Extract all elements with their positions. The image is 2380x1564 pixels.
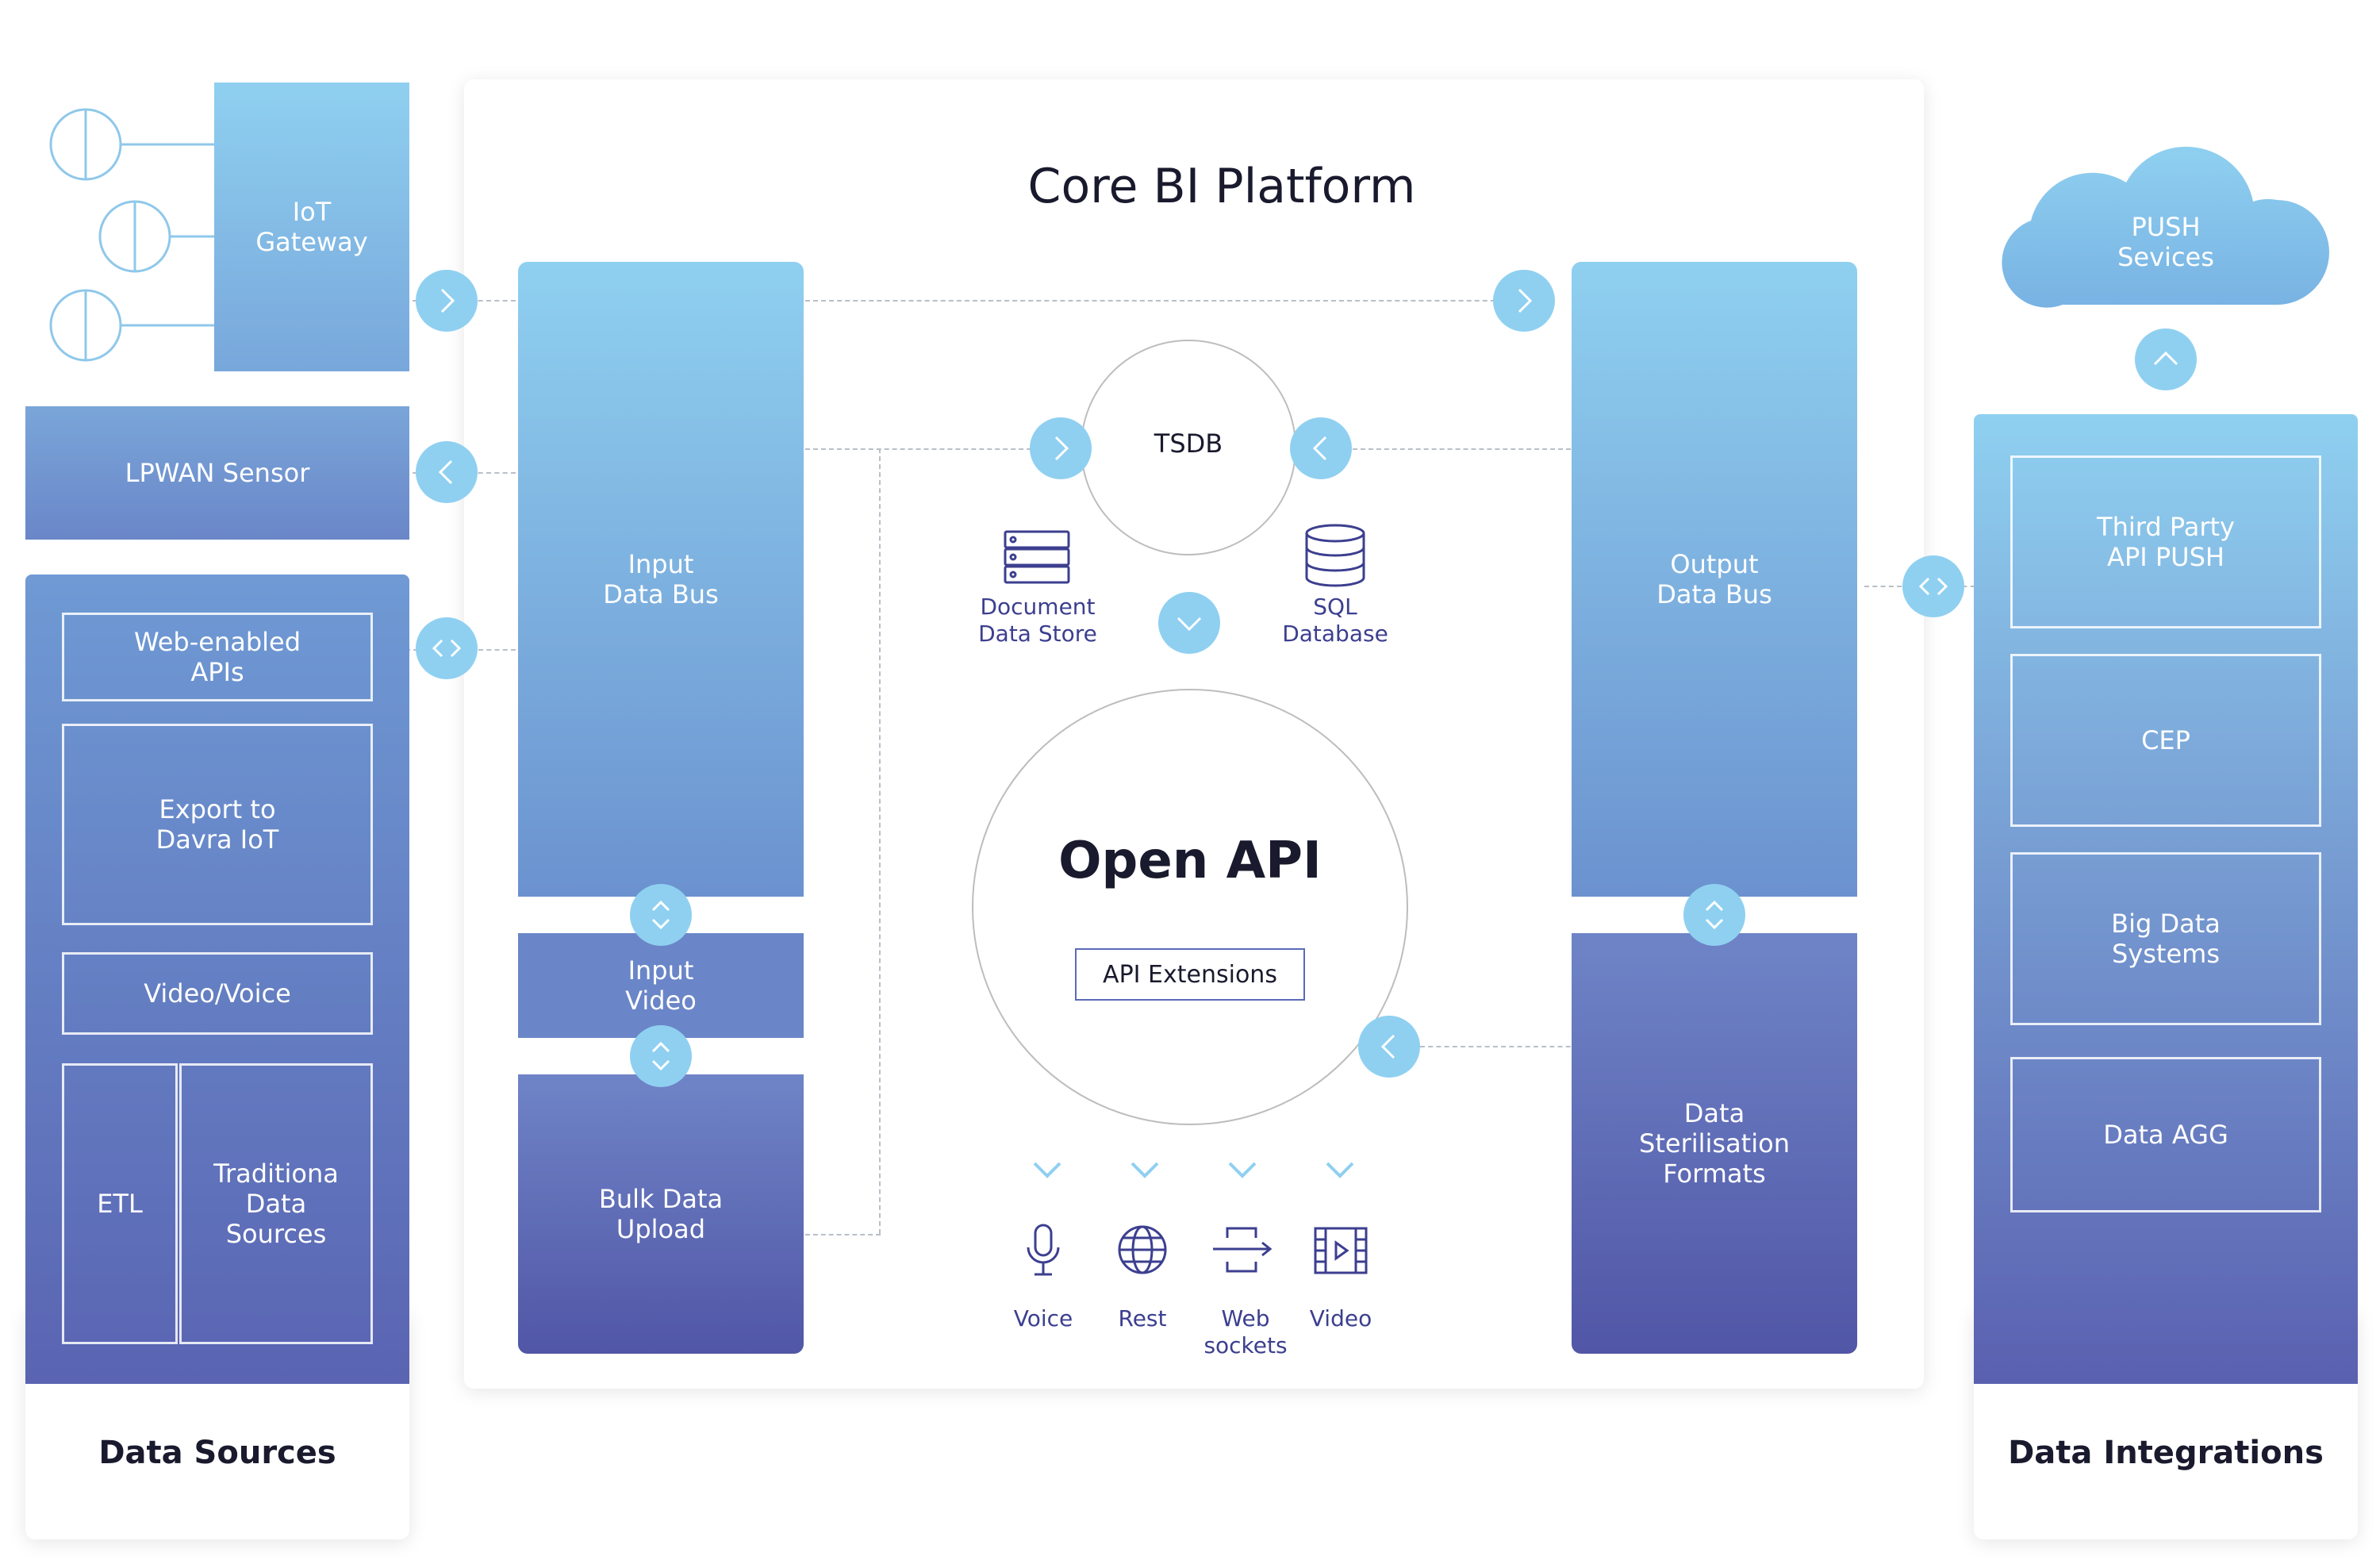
iot-gateway: IoT Gateway: [214, 83, 409, 371]
protocol-websockets-label: Web sockets: [1203, 1305, 1288, 1358]
protocol-chevrons: [1015, 1159, 1380, 1190]
open-api-title: Open API: [1058, 832, 1322, 890]
chevron-left-icon: [1380, 1034, 1395, 1059]
etl-box: ETL: [62, 1063, 178, 1344]
left-right-icon: [1918, 577, 1948, 596]
data-sources-panel: [25, 574, 409, 1384]
chevron-left-icon: [438, 459, 453, 485]
open-api-back-button[interactable]: [1358, 1016, 1420, 1078]
connector-top-right: [805, 300, 1527, 302]
connector-input-tsdb: [805, 448, 1063, 450]
input-video: Input Video: [518, 933, 804, 1038]
cep-box: CEP: [2010, 654, 2321, 827]
lpwan-back-button[interactable]: [416, 441, 478, 503]
output-forward-button[interactable]: [1493, 270, 1555, 332]
film-icon: [1314, 1227, 1368, 1274]
tsdb-out-button[interactable]: [1290, 417, 1352, 479]
protocol-rest-label: Rest: [1118, 1305, 1167, 1332]
web-apis-bidirectional-button[interactable]: [416, 617, 478, 679]
third-party-api-push-box: Third Party API PUSH: [2010, 455, 2321, 628]
sql-database-label: SQL Database: [1282, 594, 1388, 647]
traditional-sources-box: Traditiona Data Sources: [179, 1063, 373, 1344]
chevron-down-icon: [1130, 1162, 1159, 1178]
protocol-voice-label: Voice: [1013, 1305, 1073, 1332]
tsdb-in-button[interactable]: [1030, 417, 1092, 479]
database-icon: [1305, 524, 1365, 587]
iot-forward-button[interactable]: [416, 270, 478, 332]
push-services-label: PUSH Sevices: [2117, 212, 2214, 272]
input-bus-video-toggle[interactable]: [630, 884, 692, 946]
data-sources-footer: Data Sources: [98, 1435, 336, 1471]
connector-tsdb-output: [1353, 448, 1579, 450]
chevron-left-icon: [1312, 436, 1327, 461]
cloud-icon: [2002, 146, 2329, 308]
connector-openapi: [1420, 1046, 1579, 1047]
chevron-right-icon: [1054, 436, 1069, 461]
chevron-down-icon: [1326, 1162, 1354, 1178]
server-stack-icon: [1004, 530, 1070, 584]
core-platform-title: Core BI Platform: [1027, 159, 1416, 214]
up-down-icon: [1705, 900, 1724, 930]
web-enabled-apis-box: Web-enabled APIs: [62, 613, 373, 701]
connector-bulk: [805, 1234, 881, 1235]
api-extensions-box: API Extensions: [1075, 948, 1305, 1001]
data-agg-box: Data AGG: [2010, 1057, 2321, 1212]
document-data-store-label: Document Data Store: [978, 594, 1097, 647]
chevron-down-icon: [1228, 1162, 1257, 1178]
integrations-bidirectional-button[interactable]: [1902, 555, 1964, 617]
output-bus-format-toggle[interactable]: [1683, 884, 1745, 946]
left-right-icon: [432, 639, 462, 658]
export-davra-box: Export to Davra IoT: [62, 724, 373, 925]
input-video-bulk-toggle[interactable]: [630, 1025, 692, 1087]
tsdb-down-button[interactable]: [1158, 592, 1220, 654]
tsdb-label: TSDB: [1154, 428, 1223, 459]
connector-vertical: [879, 448, 881, 1234]
chevron-right-icon: [440, 288, 455, 313]
sensor-node-icon: [49, 108, 214, 362]
chevron-up-icon: [2153, 351, 2178, 366]
open-api-circle: [972, 689, 1408, 1125]
chevron-down-icon: [1033, 1162, 1061, 1178]
data-integrations-panel: [1974, 414, 2358, 1384]
output-data-bus: Output Data Bus: [1572, 262, 1857, 897]
tsdb-circle: [1081, 340, 1296, 555]
big-data-systems-box: Big Data Systems: [2010, 852, 2321, 1025]
chevron-down-icon: [1177, 617, 1202, 632]
websocket-icon: [1213, 1227, 1273, 1273]
video-voice-box: Video/Voice: [62, 952, 373, 1035]
data-integrations-footer: Data Integrations: [2008, 1435, 2324, 1471]
push-up-button[interactable]: [2135, 329, 2197, 390]
data-sterilisation-formats: Data Sterilisation Formats: [1572, 933, 1857, 1354]
microphone-icon: [1027, 1224, 1060, 1276]
lpwan-sensor: LPWAN Sensor: [25, 406, 409, 540]
chevron-right-icon: [1518, 288, 1533, 313]
bulk-data-upload: Bulk Data Upload: [518, 1074, 804, 1354]
up-down-icon: [651, 900, 670, 930]
globe-icon: [1118, 1225, 1167, 1274]
input-data-bus: Input Data Bus: [518, 262, 804, 897]
protocol-video-label: Video: [1309, 1305, 1372, 1332]
up-down-icon: [651, 1041, 670, 1071]
